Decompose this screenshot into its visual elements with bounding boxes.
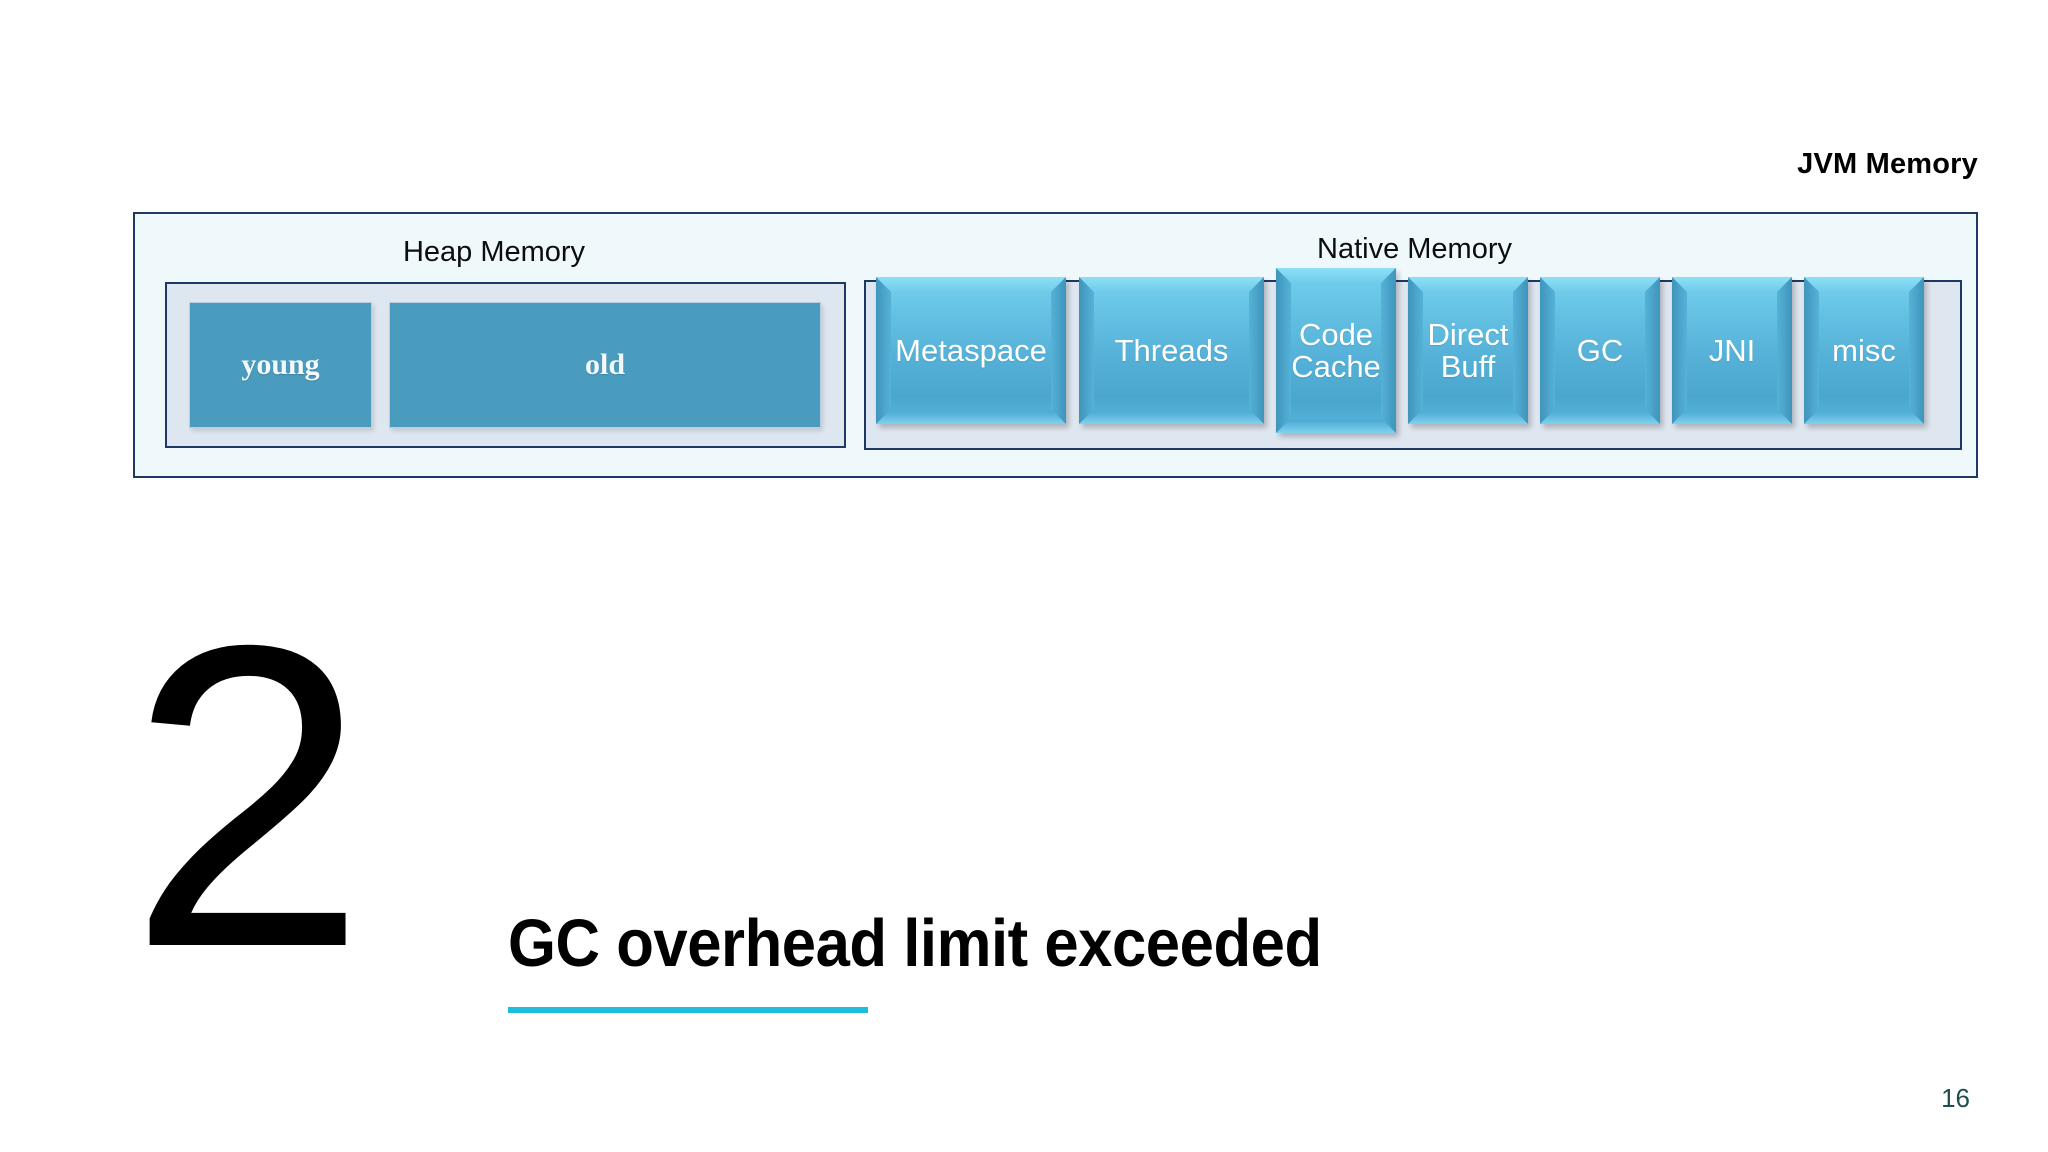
headline-accent-rule [508,1007,868,1013]
bevel-left-edge [1408,277,1423,424]
native-cell-jni-label: JNI [1708,332,1756,368]
heap-cell-young[interactable]: young [189,302,372,428]
section-headline: GC overhead limit exceeded [508,906,1322,981]
bevel-left-edge [1804,277,1819,424]
native-cell-misc-label: misc [1832,332,1896,368]
bevel-left-edge [1540,277,1555,424]
native-memory-label: Native Memory [1317,233,1512,265]
bevel-left-edge [1276,268,1291,433]
native-cell-direct-buff-label: Direct Buff [1427,316,1509,384]
jvm-memory-container: Heap Memory young old Native Memory Meta… [133,212,1978,478]
bevel-right-edge [1777,277,1792,424]
heap-cell-young-label: young [241,348,320,381]
bevel-right-edge [1645,277,1660,424]
native-cell-direct-buff[interactable]: Direct Buff [1408,277,1528,424]
native-cell-threads[interactable]: Threads [1079,277,1264,424]
bevel-right-edge [1381,268,1396,433]
page-number: 16 [1941,1083,1970,1113]
native-cell-metaspace[interactable]: Metaspace [876,277,1066,424]
bevel-left-edge [1672,277,1687,424]
jvm-memory-title: JVM Memory [1797,148,1978,180]
native-memory-panel: Metaspace Threads Code Cache [864,268,1962,450]
native-cell-code-cache[interactable]: Code Cache [1276,268,1396,433]
heap-memory-label: Heap Memory [402,236,586,268]
native-cell-metaspace-label: Metaspace [895,332,1047,368]
native-cell-misc[interactable]: misc [1804,277,1924,424]
heap-cell-old-label: old [584,348,626,381]
bevel-right-edge [1249,277,1264,424]
heap-memory-panel: young old [165,282,846,448]
native-cell-code-cache-label: Code Cache [1291,316,1381,384]
bevel-right-edge [1051,277,1066,424]
bevel-right-edge [1513,277,1528,424]
bevel-left-edge [876,277,891,424]
native-cell-gc[interactable]: GC [1540,277,1660,424]
bevel-left-edge [1079,277,1094,424]
heap-cell-old[interactable]: old [389,302,821,428]
section-number: 2 [128,557,367,1037]
native-memory-region: Native Memory Metaspace Threads [853,214,1976,476]
native-memory-blocks: Metaspace Threads Code Cache [866,268,1960,448]
native-cell-gc-label: GC [1576,332,1624,368]
heap-memory-region: Heap Memory young old [135,214,853,476]
bevel-right-edge [1909,277,1924,424]
native-cell-jni[interactable]: JNI [1672,277,1792,424]
native-cell-threads-label: Threads [1114,332,1229,368]
